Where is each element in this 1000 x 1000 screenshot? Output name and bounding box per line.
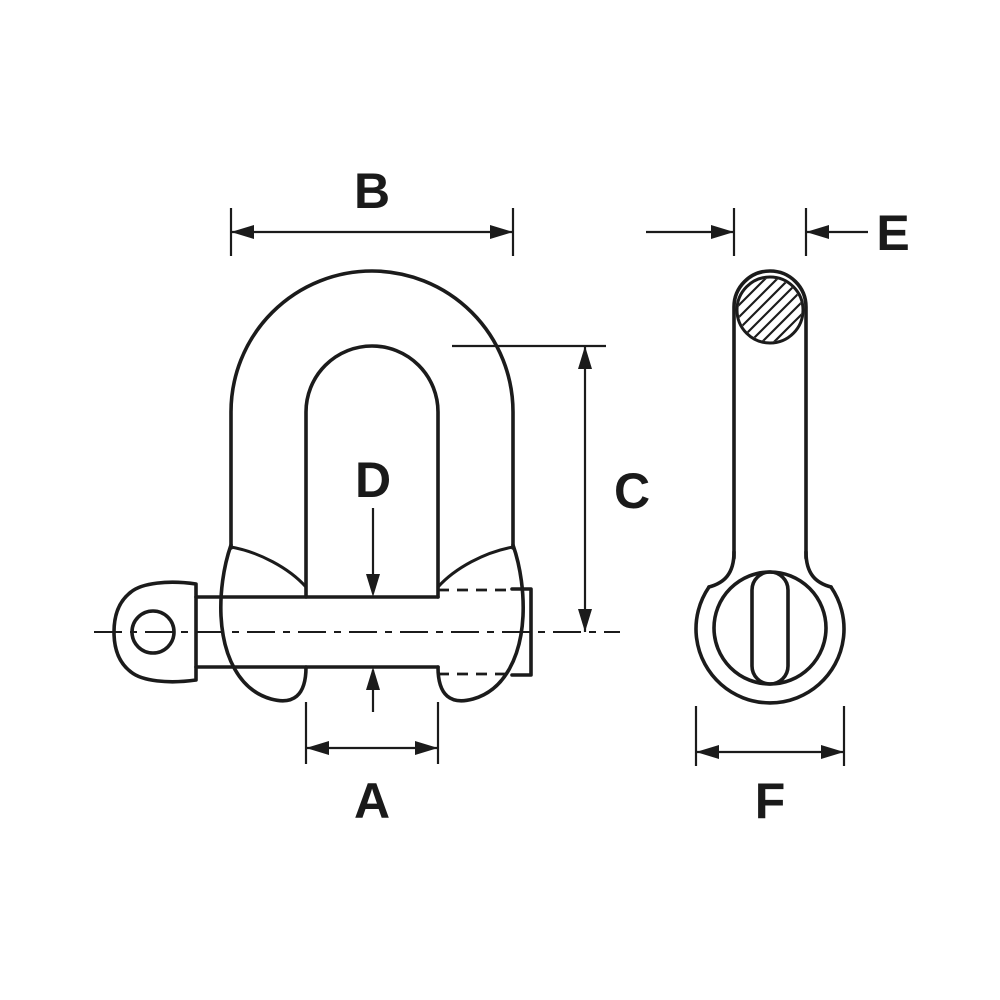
dimension-e: E: [646, 205, 910, 261]
eye-inner: [712, 570, 828, 686]
ear-right: [436, 543, 525, 703]
arrowhead: [490, 225, 513, 239]
stock-section-circle: [735, 275, 805, 345]
arrowhead: [366, 667, 380, 690]
shackle-bow-outer: [229, 269, 515, 550]
eye-fillet-right: [804, 550, 833, 589]
shackle-bow-inner: [304, 344, 440, 599]
dimension-b: B: [229, 163, 515, 256]
section-hatching: [738, 278, 802, 342]
dimension-label-c: C: [614, 463, 650, 519]
pin-head: [112, 580, 198, 684]
pin-head-hole: [130, 609, 176, 655]
hatch-line: [741, 278, 802, 342]
dimension-label-e: E: [876, 205, 909, 261]
ear-left: [219, 543, 308, 703]
arrowhead: [711, 225, 734, 239]
hatch-line: [753, 278, 802, 342]
hatch-line: [738, 278, 799, 342]
dimension-label-f: F: [755, 773, 786, 829]
pin-slot: [750, 570, 790, 686]
arrowhead: [415, 741, 438, 755]
dimension-label-b: B: [354, 163, 390, 219]
dimension-label-d: D: [355, 452, 391, 508]
ear-right-shoulder-curve: [436, 545, 515, 589]
dimension-label-a: A: [354, 773, 390, 829]
arrowhead: [578, 609, 592, 632]
pin-tip: [510, 587, 533, 677]
dimension-a: A: [304, 702, 440, 829]
eye-outer: [694, 585, 846, 705]
hatch-line: [738, 278, 787, 342]
arrowhead: [821, 745, 844, 759]
arrowhead: [578, 346, 592, 369]
arrowhead: [696, 745, 719, 759]
hatch-line: [738, 278, 775, 342]
eye-fillet-left: [707, 550, 736, 589]
arrowhead: [231, 225, 254, 239]
hatch-line: [765, 278, 802, 342]
side-view: [694, 269, 846, 705]
arrowhead: [306, 741, 329, 755]
dimension-c: C: [452, 344, 650, 632]
front-view: [94, 269, 620, 703]
arrowhead: [806, 225, 829, 239]
arrowhead: [366, 574, 380, 597]
dimension-d: D: [355, 452, 391, 712]
ear-left-shoulder-curve: [229, 545, 308, 589]
dimension-f: F: [694, 706, 846, 829]
bar-profile: [732, 269, 808, 560]
